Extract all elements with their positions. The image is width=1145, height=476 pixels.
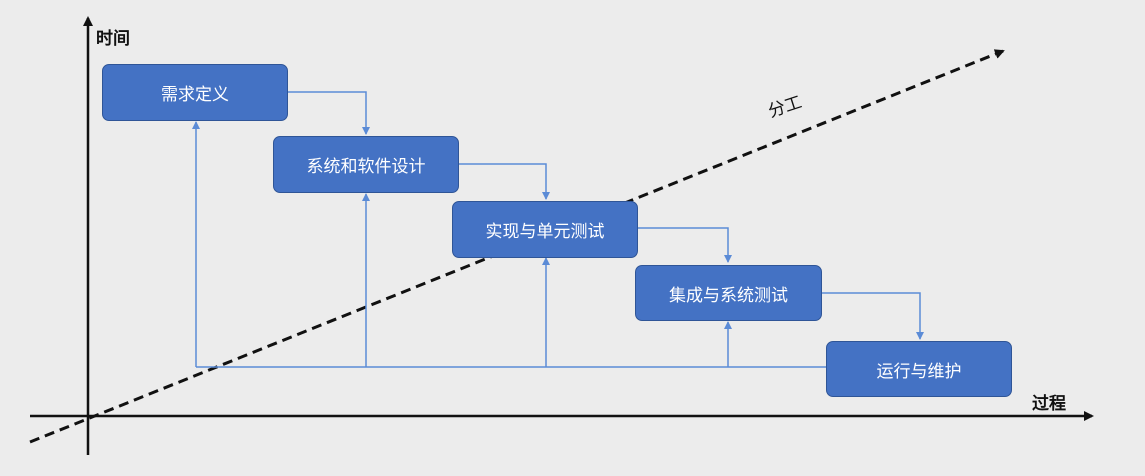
stage-integration-system-testing[interactable]: 集成与系统测试 — [635, 265, 822, 321]
y-axis-label: 时间 — [96, 29, 130, 49]
x-axis-label: 过程 — [1032, 394, 1066, 414]
connector-2-to-3 — [459, 163, 550, 200]
stage-system-software-design[interactable]: 系统和软件设计 — [273, 136, 459, 193]
division-of-labor-arrow — [29, 49, 1005, 444]
connector-4-to-5 — [822, 292, 924, 340]
stage-requirements-definition[interactable]: 需求定义 — [102, 64, 288, 121]
connector-3-to-4 — [638, 227, 732, 263]
stage-implementation-unit-testing[interactable]: 实现与单元测试 — [452, 201, 638, 258]
connector-1-to-2 — [288, 91, 370, 135]
stage-operation-maintenance[interactable]: 运行与维护 — [826, 341, 1012, 397]
